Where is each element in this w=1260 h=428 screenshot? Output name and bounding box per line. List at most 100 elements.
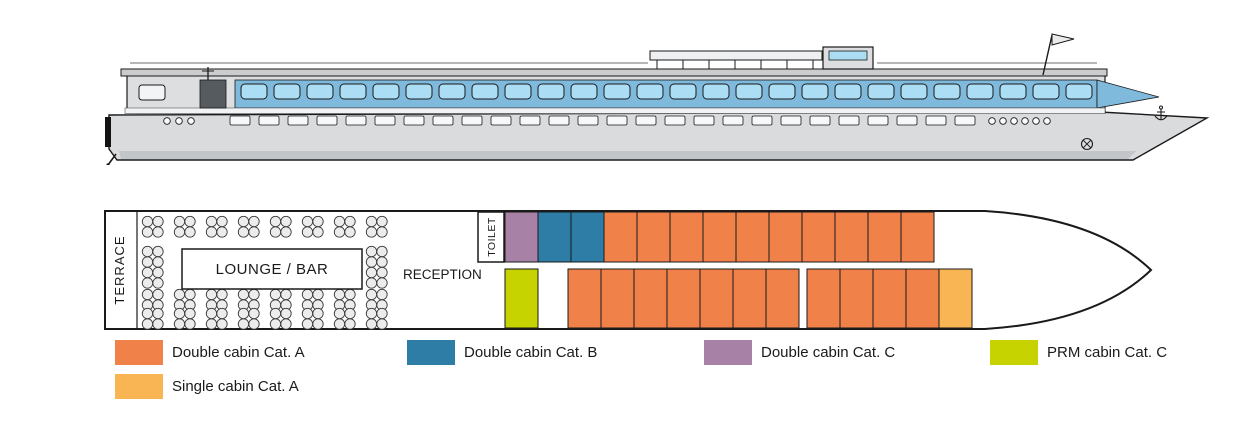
- stern-davit: [107, 153, 117, 165]
- lounge-table: [333, 288, 356, 311]
- legend-item-single-cabin-cat-a: Single cabin Cat. A: [115, 374, 299, 399]
- hull-windows: [229, 115, 976, 126]
- cabin-double-a: [839, 268, 874, 329]
- window-band-taper: [1096, 79, 1160, 109]
- hull-window: [316, 115, 338, 126]
- hull-window: [751, 115, 773, 126]
- legend-label: Double cabin Cat. A: [172, 344, 305, 361]
- hull-window: [693, 115, 715, 126]
- cabin-row-top: [504, 211, 935, 263]
- bow-thruster-icon: [1080, 137, 1094, 151]
- ship-window: [603, 83, 631, 100]
- hull-window: [780, 115, 802, 126]
- porthole-icon: [1043, 117, 1051, 125]
- hull-window: [664, 115, 686, 126]
- lounge-table: [237, 215, 260, 238]
- front-window: [138, 84, 166, 101]
- lounge-table: [141, 266, 164, 289]
- cabin-double-a: [867, 211, 902, 263]
- legend-swatch-double-a: [115, 340, 163, 365]
- ship-windows: [240, 83, 1093, 100]
- hull-window: [519, 115, 541, 126]
- porthole-icon: [999, 117, 1007, 125]
- canopy-posts: [656, 60, 814, 69]
- cabin-double-a: [905, 268, 940, 329]
- anchor-icon: [1154, 105, 1168, 121]
- lounge-table: [269, 307, 292, 330]
- lounge-table: [205, 307, 228, 330]
- legend-swatch-double-c: [704, 340, 752, 365]
- stern-post: [105, 117, 111, 147]
- lounge-table: [173, 215, 196, 238]
- roof-band: [120, 68, 1108, 77]
- lounge-table: [141, 245, 164, 268]
- legend-item-prm-cabin-cat-c: PRM cabin Cat. C: [990, 340, 1167, 365]
- hull-window: [606, 115, 628, 126]
- ship-window: [1032, 83, 1060, 100]
- terrace-label: TERRACE: [112, 235, 127, 304]
- hull-window: [635, 115, 657, 126]
- wheelhouse-window: [828, 50, 868, 61]
- lounge-bar-box: [181, 248, 363, 290]
- legend-label: PRM cabin Cat. C: [1047, 344, 1168, 361]
- lounge-table: [237, 307, 260, 330]
- cabin-double-a: [834, 211, 869, 263]
- toilet-label: TOILET: [486, 217, 498, 257]
- hull-shade-band: [119, 151, 1136, 159]
- deck-plan: LOUNGE / BAR TERRACE TOILET RECEPTION: [104, 210, 1153, 330]
- ship-window: [438, 83, 466, 100]
- cabin-row-bottom: [504, 268, 973, 329]
- lounge-table: [365, 266, 388, 289]
- ship-window: [405, 83, 433, 100]
- lounge-table: [365, 245, 388, 268]
- cabin-double-a: [699, 268, 734, 329]
- ship-window: [669, 83, 697, 100]
- ship-profile-illustration: [105, 33, 1210, 165]
- lounge-table: [141, 215, 164, 238]
- legend-label: Double cabin Cat. C: [761, 344, 896, 361]
- porthole-icon: [1021, 117, 1029, 125]
- hull-window: [548, 115, 570, 126]
- hull-window: [287, 115, 309, 126]
- sun-canopy: [649, 50, 823, 61]
- hull-window: [345, 115, 367, 126]
- hull-window: [461, 115, 483, 126]
- lounge-table: [301, 215, 324, 238]
- porthole-icon: [1010, 117, 1018, 125]
- ship-window: [240, 83, 268, 100]
- lounge-table: [365, 307, 388, 330]
- ship-window: [339, 83, 367, 100]
- cabin-double-a: [765, 268, 800, 329]
- lounge-table: [269, 215, 292, 238]
- hull-window: [432, 115, 454, 126]
- legend-swatch-prm-c: [990, 340, 1038, 365]
- porthole-icon: [163, 117, 171, 125]
- cabin-double-a: [669, 211, 704, 263]
- legend-label: Single cabin Cat. A: [172, 378, 299, 395]
- cabin-double-a: [768, 211, 803, 263]
- hull-window: [490, 115, 512, 126]
- lounge-table: [333, 307, 356, 330]
- flag-mast: [1042, 34, 1053, 76]
- cabin-double-a: [900, 211, 935, 263]
- cabin-double-a: [735, 211, 770, 263]
- ship-window: [900, 83, 928, 100]
- ship-window: [933, 83, 961, 100]
- hull-window: [722, 115, 744, 126]
- legend-swatch-single-a: [115, 374, 163, 399]
- cabin-double-b: [570, 211, 605, 263]
- lounge-table: [301, 307, 324, 330]
- lounge-table: [173, 288, 196, 311]
- lounge-table: [141, 288, 164, 311]
- legend-item-double-cabin-cat-a: Double cabin Cat. A: [115, 340, 305, 365]
- ship-window: [702, 83, 730, 100]
- lounge-table: [365, 288, 388, 311]
- cabin-prm-c: [504, 268, 539, 329]
- hull-window: [954, 115, 976, 126]
- ship-window: [834, 83, 862, 100]
- legend-label: Double cabin Cat. B: [464, 344, 598, 361]
- lounge-table: [333, 215, 356, 238]
- ship-window: [504, 83, 532, 100]
- cabin-double-a: [636, 211, 671, 263]
